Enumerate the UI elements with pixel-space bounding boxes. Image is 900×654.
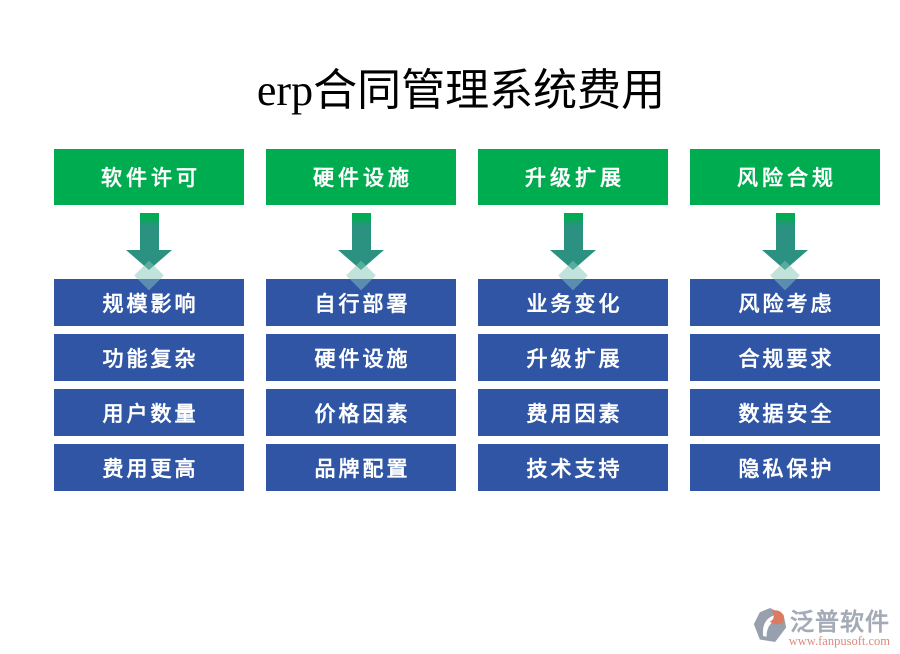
item-list: 自行部署 硬件设施 价格因素 品牌配置: [266, 279, 456, 491]
item-box: 数据安全: [690, 389, 880, 436]
brand-name: 泛普软件: [790, 608, 890, 636]
item-box: 隐私保护: [690, 444, 880, 491]
item-list: 业务变化 升级扩展 费用因素 技术支持: [478, 279, 668, 491]
arrow-head: [762, 250, 808, 270]
column-header: 软件许可: [54, 149, 244, 205]
down-arrow-icon: [266, 205, 456, 291]
item-box: 费用因素: [478, 389, 668, 436]
column-hardware-facilities: 硬件设施 自行部署 硬件设施 价格因素 品牌配置: [266, 149, 456, 491]
item-box: 费用更高: [54, 444, 244, 491]
arrow-stem: [351, 213, 371, 250]
page-title: erp合同管理系统费用: [256, 66, 666, 115]
fanpu-logo-icon: [753, 608, 787, 642]
arrow-stem: [139, 213, 159, 250]
diagram-columns: 软件许可 规模影响 功能复杂 用户数量 费用更高 硬件设施 自行部署 硬件设施 …: [0, 118, 900, 491]
item-box: 规模影响: [54, 279, 244, 326]
column-upgrade-expansion: 升级扩展 业务变化 升级扩展 费用因素 技术支持: [478, 149, 668, 491]
column-header: 风险合规: [690, 149, 880, 205]
item-box: 合规要求: [690, 334, 880, 381]
item-box: 升级扩展: [478, 334, 668, 381]
item-box: 价格因素: [266, 389, 456, 436]
arrow-head: [550, 250, 596, 270]
column-header: 升级扩展: [478, 149, 668, 205]
column-software-license: 软件许可 规模影响 功能复杂 用户数量 费用更高: [54, 149, 244, 491]
arrow-head: [338, 250, 384, 270]
arrow-stem: [775, 213, 795, 250]
down-arrow-icon: [54, 205, 244, 291]
column-risk-compliance: 风险合规 风险考虑 合规要求 数据安全 隐私保护: [690, 149, 880, 491]
brand-watermark: 泛普软件 www.fanpusoft.com: [740, 607, 890, 649]
item-box: 硬件设施: [266, 334, 456, 381]
item-box: 品牌配置: [266, 444, 456, 491]
item-box: 用户数量: [54, 389, 244, 436]
arrow-stem: [563, 213, 583, 250]
item-box: 技术支持: [478, 444, 668, 491]
item-box: 功能复杂: [54, 334, 244, 381]
down-arrow-icon: [690, 205, 880, 291]
arrow-head: [126, 250, 172, 270]
down-arrow-icon: [478, 205, 668, 291]
column-header: 硬件设施: [266, 149, 456, 205]
item-list: 风险考虑 合规要求 数据安全 隐私保护: [690, 279, 880, 491]
item-list: 规模影响 功能复杂 用户数量 费用更高: [54, 279, 244, 491]
